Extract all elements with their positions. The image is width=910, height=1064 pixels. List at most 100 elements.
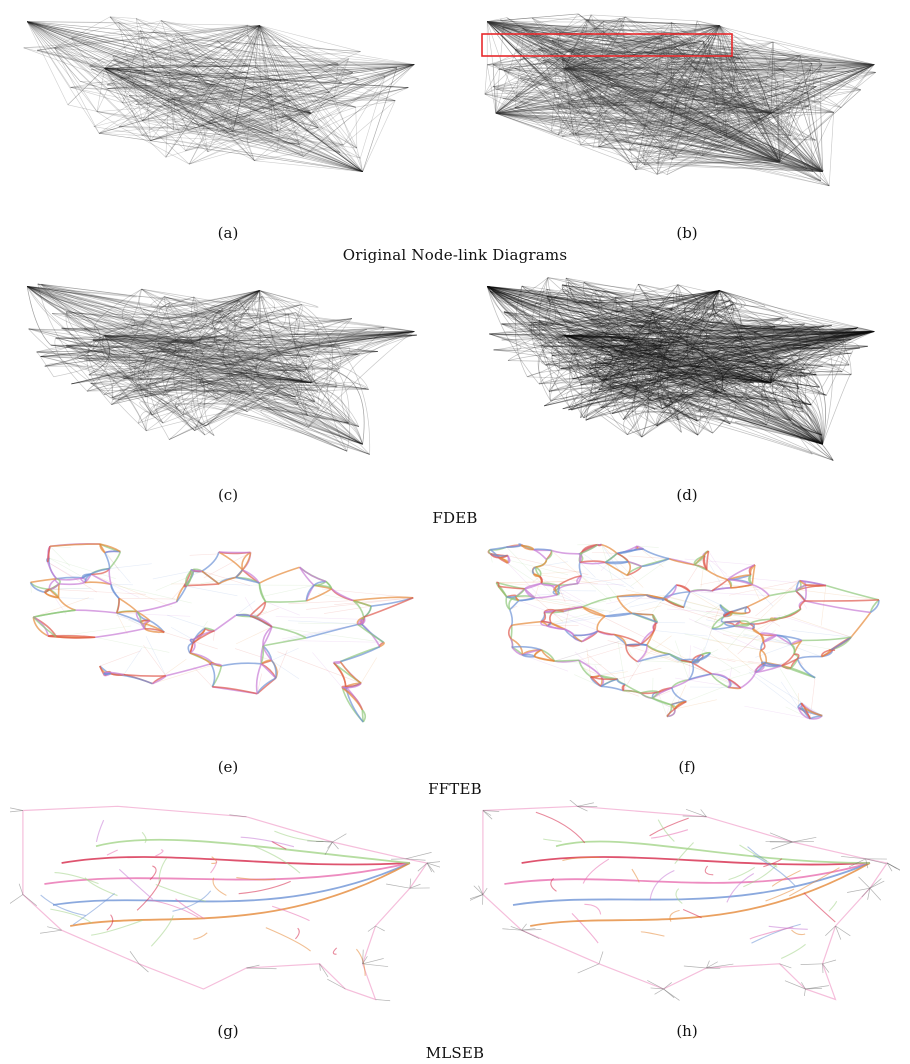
bundled-edge [54, 337, 88, 392]
bundled-edge [706, 344, 811, 373]
edge [54, 47, 172, 113]
edge [651, 82, 778, 124]
network-edge [578, 659, 601, 677]
edge [162, 25, 260, 67]
bundled-edge [564, 335, 654, 386]
edge [104, 68, 226, 87]
bundled-edge [487, 286, 653, 319]
edge [528, 37, 817, 87]
bundled-edge [623, 412, 823, 445]
faint-edge [578, 577, 632, 584]
bundled-edge [719, 290, 804, 413]
edge [611, 86, 823, 173]
edge [104, 68, 151, 141]
faint-edge [265, 601, 300, 616]
bundled-edge [486, 286, 603, 387]
bundled-edge [797, 331, 875, 409]
fan-spike [22, 894, 37, 907]
edge [567, 102, 772, 114]
edge [97, 111, 273, 134]
bundled-edge [612, 345, 699, 412]
bundled-edge [162, 331, 415, 396]
faint-edge [275, 616, 362, 620]
bundled-edge [122, 288, 179, 341]
edge [486, 21, 577, 109]
faint-edge [777, 614, 852, 638]
bundled-edge [594, 362, 772, 384]
bundled-edge [487, 286, 817, 376]
bundled-edge [564, 335, 613, 380]
bundled-edge [341, 331, 415, 424]
bundled-edge [37, 283, 363, 445]
edge [561, 59, 658, 175]
edge [71, 37, 273, 134]
edge [54, 47, 98, 112]
edge [128, 95, 174, 131]
network-edge [379, 641, 385, 648]
bundled-edge [564, 335, 699, 362]
edge [328, 64, 415, 93]
edge [779, 161, 813, 172]
mesh-bundle [50, 908, 93, 924]
bundled-edge [28, 290, 260, 330]
fan-spike [647, 980, 664, 990]
bundled-edge [841, 350, 854, 372]
bundled-edge [804, 339, 852, 445]
edge [162, 64, 415, 67]
bundled-edge [822, 373, 852, 445]
network-edge [652, 621, 658, 631]
bundled-edge [104, 289, 142, 337]
network-edge [520, 544, 535, 550]
bundled-edge [84, 359, 367, 390]
bundled-edge [596, 341, 702, 365]
edge [389, 64, 415, 90]
edge [150, 76, 197, 141]
edge [576, 55, 801, 109]
bundled-edge [487, 286, 551, 312]
bundled-edge [213, 290, 287, 360]
bundled-edge [712, 312, 757, 434]
edge [98, 65, 248, 134]
bundled-edge [558, 342, 772, 384]
edge [487, 21, 668, 141]
edge [219, 134, 363, 173]
bundled-edge [146, 406, 363, 445]
bundled-edge [695, 331, 875, 393]
edge [656, 162, 823, 173]
bundled-edge [547, 292, 649, 312]
bundled-edge [308, 351, 378, 390]
bundled-edge [716, 328, 811, 346]
edge [173, 124, 216, 131]
edge [222, 130, 255, 161]
edge [777, 82, 780, 163]
bundled-edge [706, 290, 805, 328]
edge [189, 34, 260, 165]
bundled-edge [487, 286, 823, 436]
bundled-edge [662, 395, 823, 445]
bundled-edge [26, 286, 318, 392]
edge [702, 40, 743, 149]
bundled-edge [579, 394, 699, 419]
edge [113, 59, 273, 134]
network-edge [578, 562, 583, 577]
bundled-edge [27, 286, 352, 324]
edge [281, 100, 291, 123]
bundled-edge [630, 305, 783, 334]
bundled-edge [667, 327, 857, 377]
edge [770, 113, 814, 172]
network-edge [524, 582, 542, 590]
edge [27, 21, 272, 96]
faint-edge [360, 657, 377, 684]
bundled-edge [615, 296, 823, 445]
bundled-edge [26, 286, 261, 355]
bundled-edge [27, 286, 251, 396]
bundled-edge [546, 296, 644, 393]
edge [259, 25, 292, 119]
bundled-edge [564, 335, 627, 361]
edge [610, 73, 772, 114]
edge [667, 108, 746, 141]
bundled-edge [489, 333, 772, 383]
edge [612, 103, 780, 163]
bundled-edge [93, 339, 359, 355]
bundled-edge [571, 293, 674, 354]
